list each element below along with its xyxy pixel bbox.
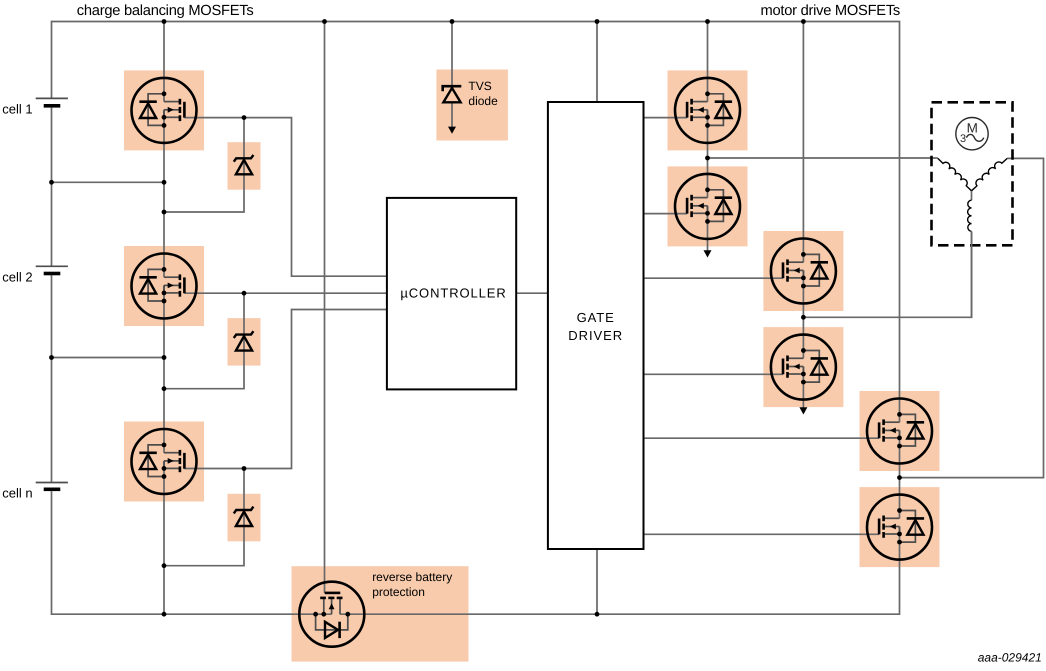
svg-text:reverse battery: reverse battery: [372, 570, 452, 584]
svg-text:cell 2: cell 2: [2, 270, 32, 285]
svg-text:TVS: TVS: [468, 79, 491, 93]
svg-text:M: M: [967, 120, 978, 135]
svg-text:charge balancing MOSFETs: charge balancing MOSFETs: [77, 3, 254, 19]
svg-text:cell 1: cell 1: [2, 101, 32, 116]
svg-text:diode: diode: [468, 94, 498, 108]
svg-text:cell n: cell n: [2, 486, 32, 501]
svg-text:protection: protection: [372, 585, 425, 599]
svg-text:aaa-029421: aaa-029421: [978, 651, 1042, 665]
svg-text:GATE: GATE: [577, 310, 615, 325]
svg-text:motor drive MOSFETs: motor drive MOSFETs: [761, 3, 901, 19]
svg-text:µCONTROLLER: µCONTROLLER: [400, 285, 506, 300]
svg-text:3: 3: [960, 133, 966, 145]
svg-text:DRIVER: DRIVER: [568, 328, 623, 343]
